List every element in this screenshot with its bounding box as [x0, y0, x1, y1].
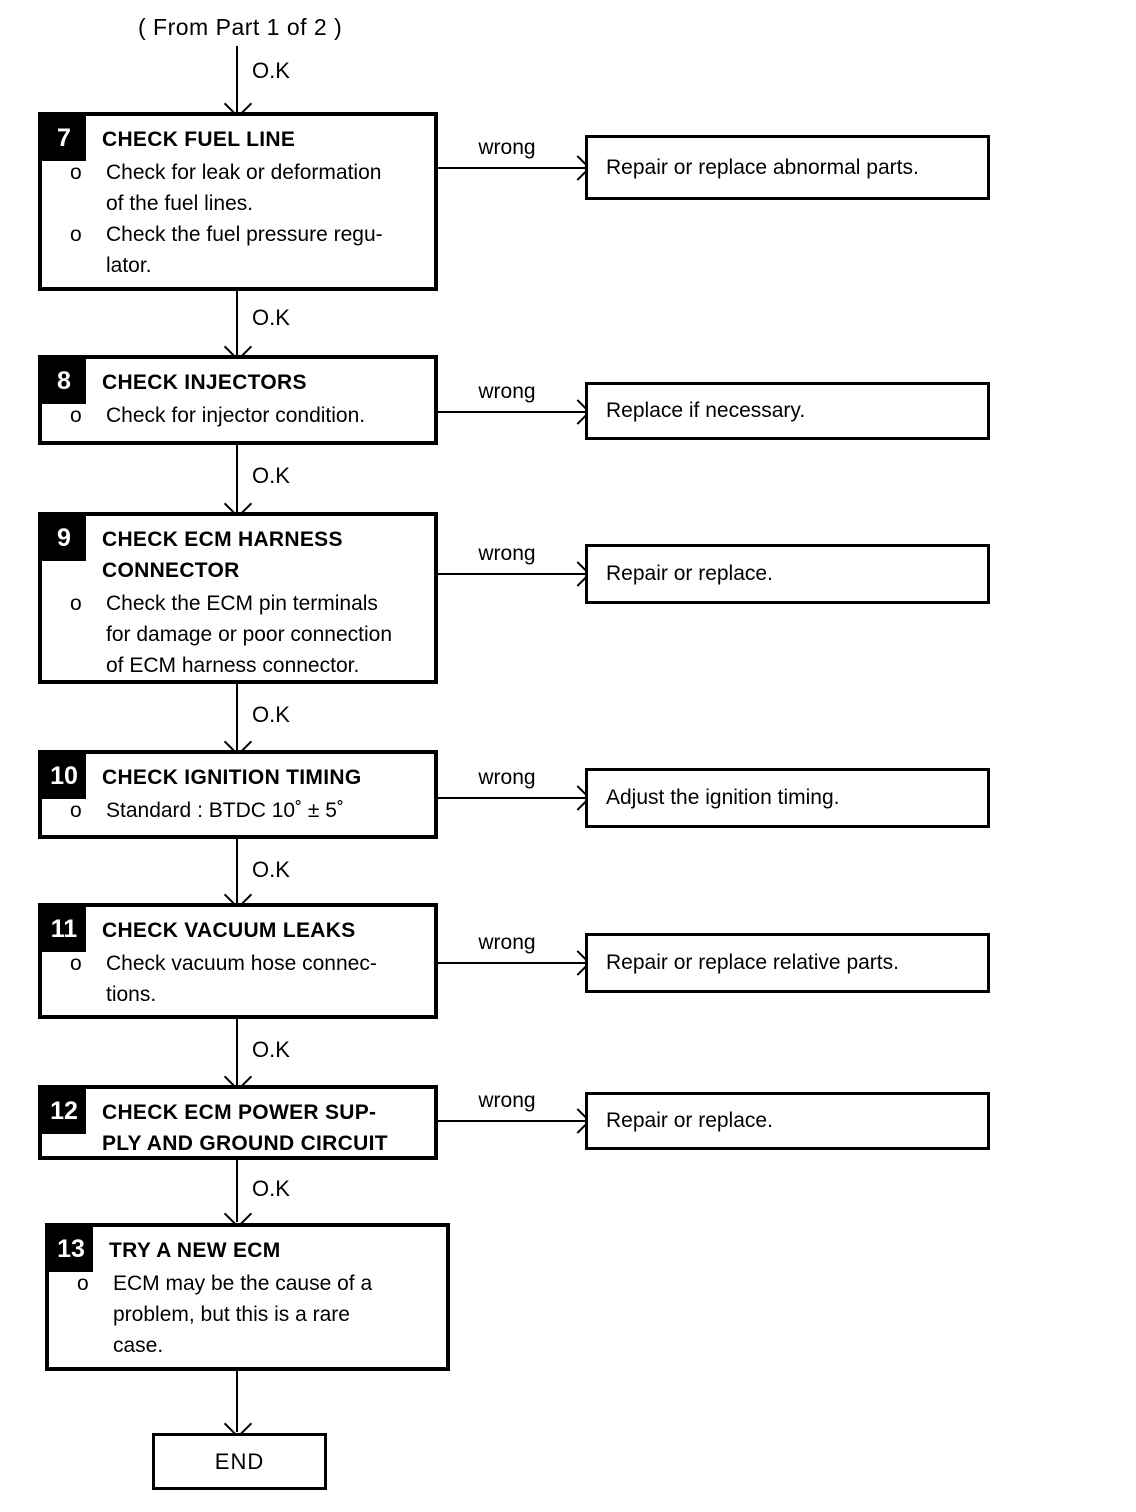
- step-number-badge: 9: [42, 516, 86, 561]
- remedy-box-9: Repair or replace.: [585, 544, 990, 604]
- remedy-box-12: Repair or replace.: [585, 1092, 990, 1150]
- arrow-right-icon: [438, 411, 585, 413]
- remedy-text: Repair or replace abnormal parts.: [606, 155, 919, 179]
- remedy-text: Repair or replace.: [606, 1109, 773, 1132]
- arrow-down-icon: [236, 1019, 238, 1085]
- arrow-down-icon: [236, 839, 238, 903]
- step-number-badge: 11: [42, 907, 86, 952]
- bullet-marker: o: [70, 799, 82, 822]
- step-title: TRY A NEW ECM: [109, 1239, 281, 1262]
- bullet-text: Standard : BTDC 10˚ ± 5˚: [106, 799, 344, 822]
- step-bullets: o ECM may be the cause of a problem, but…: [75, 1268, 440, 1361]
- step-title: CHECK IGNITION TIMING: [102, 766, 362, 789]
- arrow-down-icon: [236, 684, 238, 750]
- wrong-label: wrong: [478, 1089, 536, 1112]
- remedy-box-8: Replace if necessary.: [585, 382, 990, 440]
- bullet-item: o Check vacuum hose connec- tions.: [68, 948, 428, 1010]
- step-bullets: o Check the ECM pin terminals for damage…: [68, 588, 428, 681]
- remedy-text: Repair or replace relative parts.: [606, 951, 899, 974]
- step-title: CHECK ECM HARNESS CONNECTOR: [102, 528, 343, 582]
- step-box-13: 13 TRY A NEW ECM o ECM may be the cause …: [45, 1223, 450, 1371]
- arrow-right-icon: [438, 797, 585, 799]
- bullet-text: Check for leak or deformation of the fue…: [106, 161, 382, 215]
- bullet-marker: o: [70, 223, 82, 246]
- ok-label: O.K: [252, 58, 290, 83]
- bullet-item: o Check the fuel pressure regu- lator.: [68, 219, 428, 281]
- arrow-down-icon: [236, 291, 238, 355]
- bullet-marker: o: [77, 1272, 89, 1295]
- bullet-item: o ECM may be the cause of a problem, but…: [75, 1268, 440, 1361]
- ok-label: O.K: [252, 463, 290, 488]
- bullet-text: Check for injector condition.: [106, 404, 366, 427]
- step-box-11: 11 CHECK VACUUM LEAKS o Check vacuum hos…: [38, 903, 438, 1019]
- remedy-box-10: Adjust the ignition timing.: [585, 768, 990, 828]
- end-box: END: [152, 1433, 327, 1490]
- bullet-marker: o: [70, 404, 82, 427]
- step-bullets: o Standard : BTDC 10˚ ± 5˚: [68, 795, 428, 826]
- arrow-down-icon: [236, 46, 238, 112]
- bullet-marker: o: [70, 161, 82, 184]
- step-bullets: o Check for injector condition.: [68, 400, 428, 431]
- ok-label: O.K: [252, 305, 290, 330]
- wrong-label: wrong: [478, 136, 536, 159]
- arrow-down-icon: [236, 445, 238, 512]
- wrong-label: wrong: [478, 766, 536, 789]
- remedy-box-11: Repair or replace relative parts.: [585, 933, 990, 993]
- step-title: CHECK VACUUM LEAKS: [102, 919, 356, 942]
- bullet-text: ECM may be the cause of a problem, but t…: [113, 1272, 373, 1357]
- from-part-label: ( From Part 1 of 2 ): [138, 14, 343, 40]
- step-title: CHECK FUEL LINE: [102, 128, 296, 151]
- arrow-right-icon: [438, 167, 585, 169]
- bullet-text: Check the fuel pressure regu- lator.: [106, 223, 383, 277]
- step-bullets: o Check for leak or deformation of the f…: [68, 157, 428, 281]
- remedy-text: Repair or replace.: [606, 562, 773, 585]
- remedy-text: Adjust the ignition timing.: [606, 786, 840, 809]
- step-number-badge: 8: [42, 359, 86, 404]
- step-box-9: 9 CHECK ECM HARNESS CONNECTOR o Check th…: [38, 512, 438, 684]
- bullet-item: o Check for leak or deformation of the f…: [68, 157, 428, 219]
- arrow-down-icon: [236, 1371, 238, 1432]
- remedy-text: Replace if necessary.: [606, 399, 806, 422]
- arrow-right-icon: [438, 962, 585, 964]
- wrong-label: wrong: [478, 542, 536, 565]
- step-number-badge: 13: [49, 1227, 93, 1272]
- bullet-item: o Check for injector condition.: [68, 400, 428, 431]
- step-number-badge: 7: [42, 116, 86, 161]
- ok-label: O.K: [252, 1037, 290, 1062]
- step-number-badge: 10: [42, 754, 86, 799]
- step-box-8: 8 CHECK INJECTORS o Check for injector c…: [38, 355, 438, 445]
- bullet-marker: o: [70, 592, 82, 615]
- arrow-down-icon: [236, 1160, 238, 1222]
- bullet-item: o Check the ECM pin terminals for damage…: [68, 588, 428, 681]
- ok-label: O.K: [252, 857, 290, 882]
- remedy-box-7: Repair or replace abnormal parts.: [585, 135, 990, 200]
- end-label: END: [214, 1448, 265, 1474]
- step-title: CHECK ECM POWER SUP- PLY AND GROUND CIRC…: [102, 1101, 388, 1155]
- step-number-badge: 12: [42, 1089, 86, 1134]
- bullet-item: o Standard : BTDC 10˚ ± 5˚: [68, 795, 428, 826]
- bullet-text: Check the ECM pin terminals for damage o…: [106, 592, 393, 677]
- step-bullets: o Check vacuum hose connec- tions.: [68, 948, 428, 1010]
- bullet-text: Check vacuum hose connec- tions.: [106, 952, 377, 1006]
- step-box-12: 12 CHECK ECM POWER SUP- PLY AND GROUND C…: [38, 1085, 438, 1160]
- wrong-label: wrong: [478, 380, 536, 403]
- step-box-7: 7 CHECK FUEL LINE o Check for leak or de…: [38, 112, 438, 291]
- ok-label: O.K: [252, 1176, 290, 1201]
- step-title: CHECK INJECTORS: [102, 371, 307, 394]
- arrow-right-icon: [438, 1120, 585, 1122]
- bullet-marker: o: [70, 952, 82, 975]
- arrow-right-icon: [438, 573, 585, 575]
- ok-label: O.K: [252, 702, 290, 727]
- step-box-10: 10 CHECK IGNITION TIMING o Standard : BT…: [38, 750, 438, 839]
- wrong-label: wrong: [478, 931, 536, 954]
